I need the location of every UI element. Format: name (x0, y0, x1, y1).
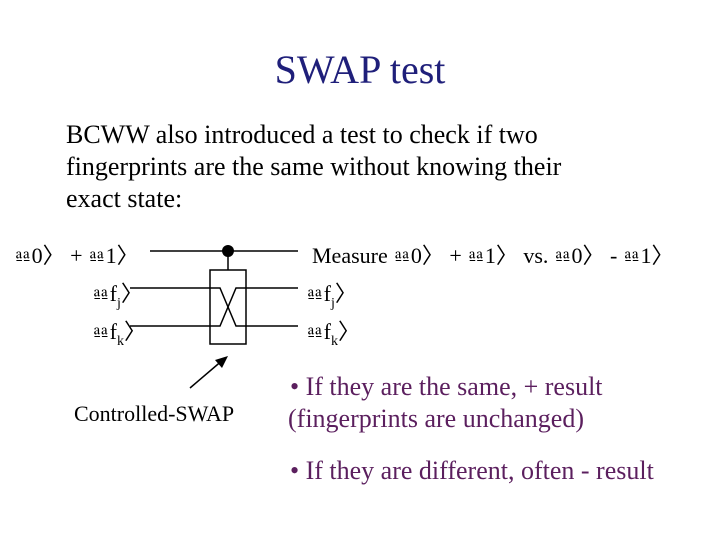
bullet-same-line-1: • If they are the same, + result (290, 372, 603, 401)
ancilla-input-label: ⎂0〉 + ⎂1〉 (14, 243, 139, 268)
swap-gate-box (209, 269, 247, 345)
ket-subscript: k (116, 334, 124, 349)
bullet-same-line-2: (fingerprints are unchanged) (288, 404, 584, 433)
fj-input-label: ⎂fj〉 (92, 276, 143, 312)
ket-subscript: j (330, 296, 335, 311)
bullet-different: • If they are different, often - result (290, 456, 654, 485)
ket-close: 〉 (120, 281, 143, 306)
fj-output-label: ⎂fj〉 (306, 276, 357, 312)
ket-symbol: f (323, 281, 331, 306)
ket-bar: ⎂ (92, 319, 110, 344)
ket-close: 〉 (337, 319, 360, 344)
ket-subscript: k (330, 334, 338, 349)
intro-line-2: fingerprints are the same without knowin… (66, 152, 562, 181)
fk-input-label: ⎂fk〉 (92, 314, 146, 350)
ket-symbol: f (323, 319, 331, 344)
pointer-arrowhead (215, 356, 228, 368)
ket-close: 〉 (334, 281, 357, 306)
ket-symbol: f (109, 319, 117, 344)
ket-bar: ⎂ (92, 281, 110, 306)
ket-symbol: f (109, 281, 117, 306)
intro-line-1: BCWW also introduced a test to check if … (66, 120, 538, 149)
pointer-arrow-line (189, 358, 225, 389)
page-title: SWAP test (274, 47, 446, 92)
fk-output-label: ⎂fk〉 (306, 314, 360, 350)
ket-close: 〉 (123, 319, 146, 344)
ket-bar: ⎂ (306, 319, 324, 344)
ket-bar: ⎂ (306, 281, 324, 306)
swap-cross-b (210, 287, 246, 327)
measure-label: Measure ⎂0〉 + ⎂1〉 vs. ⎂0〉 - ⎂1〉 (312, 243, 674, 268)
intro-line-3: exact state: (66, 184, 183, 213)
controlled-swap-caption: Controlled-SWAP (74, 401, 235, 426)
ket-subscript: j (116, 296, 121, 311)
